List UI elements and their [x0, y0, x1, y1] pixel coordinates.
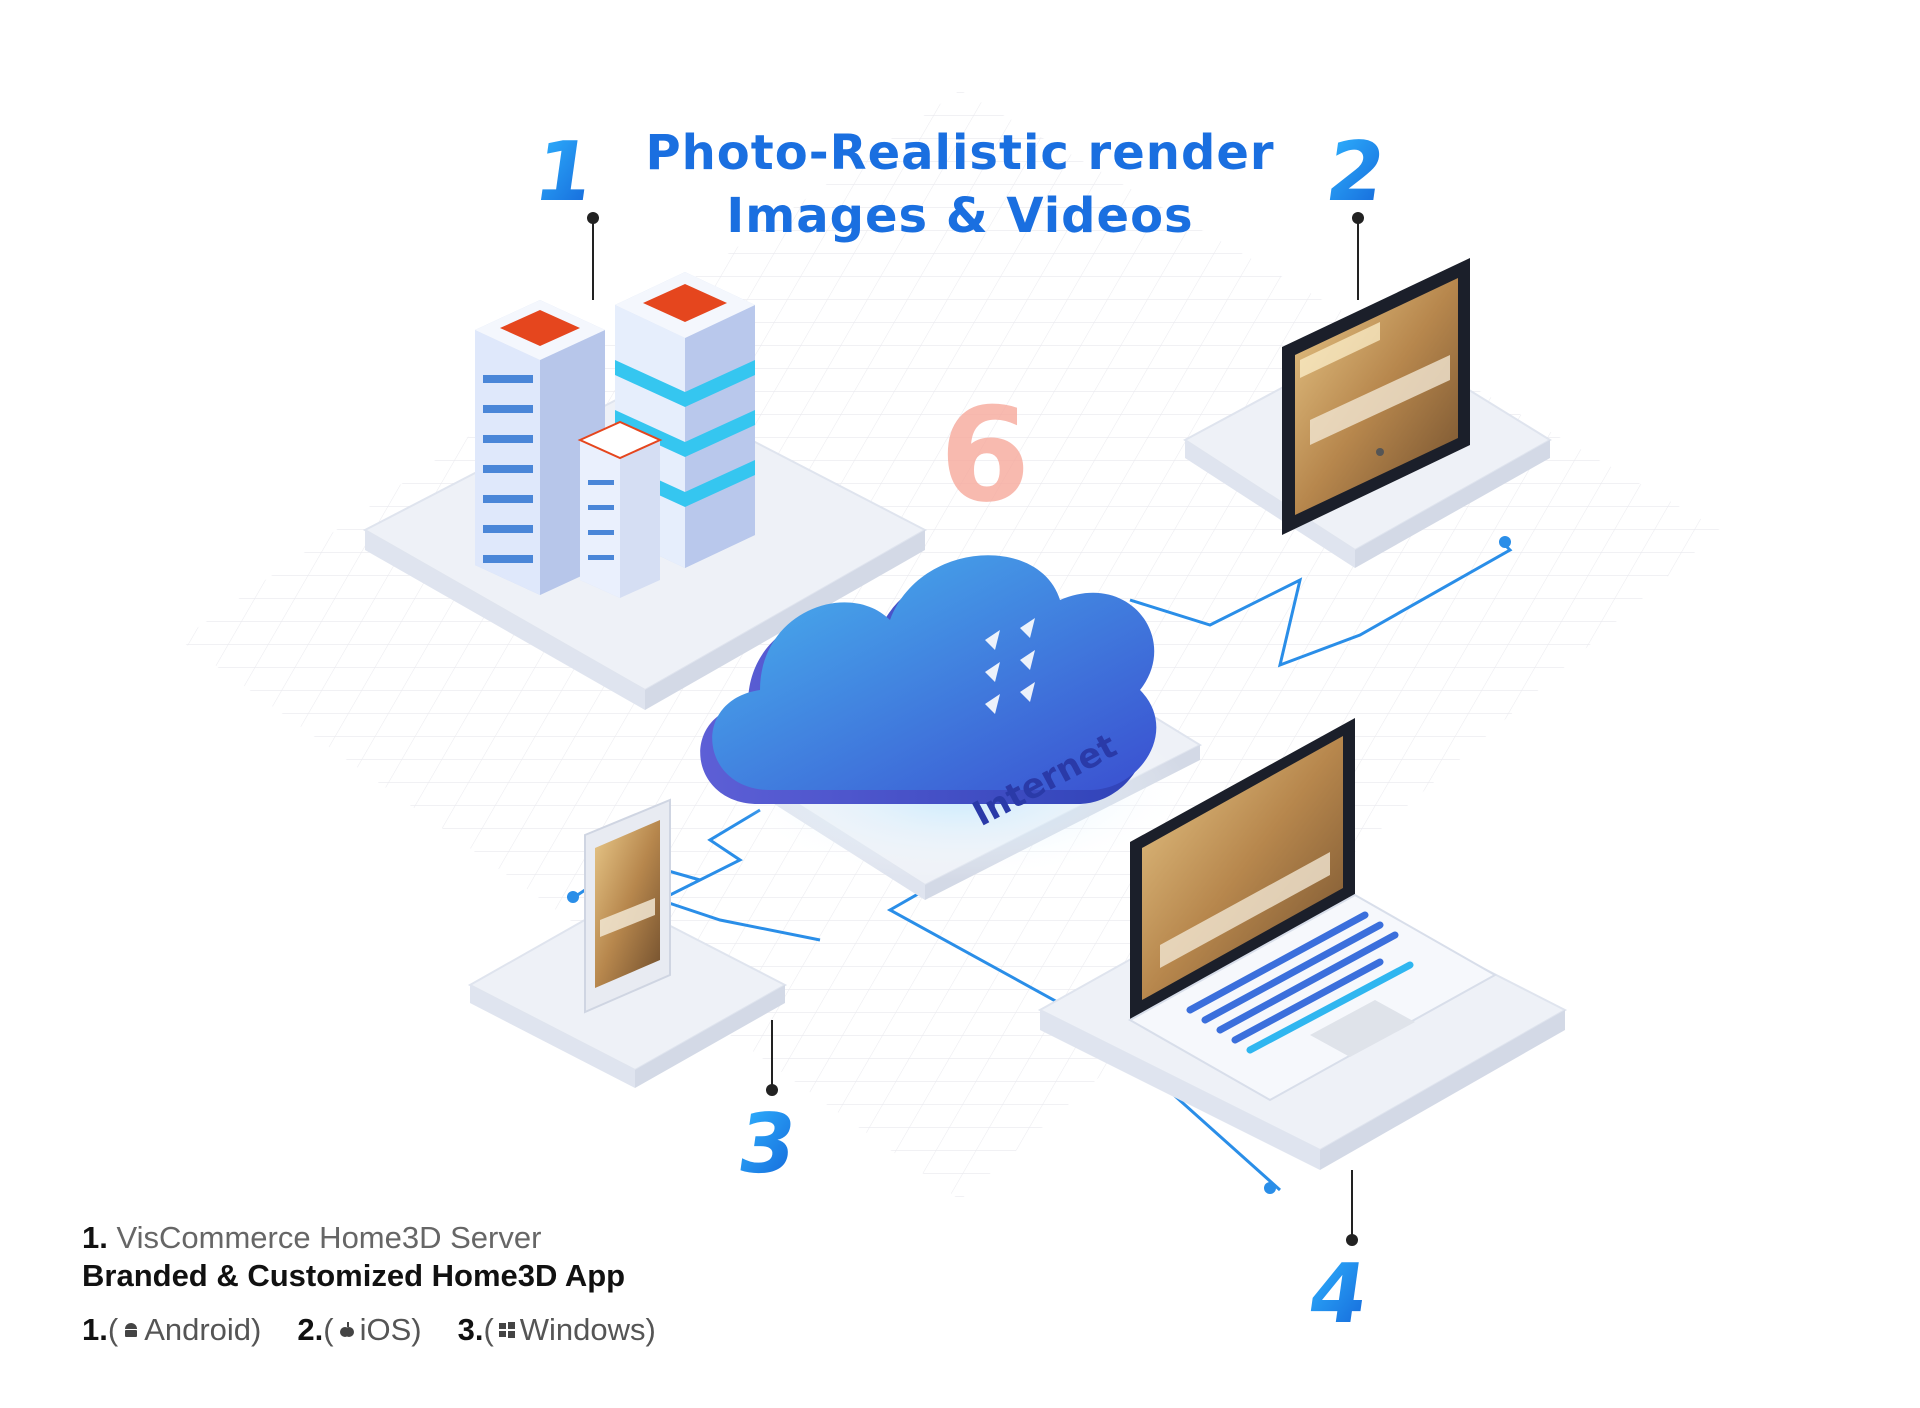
node-dot [1264, 1182, 1276, 1194]
platform-ios: 2. ( iOS ) [297, 1312, 421, 1348]
legend-item-1-number: 1. [82, 1220, 108, 1255]
laptop-icon [1127, 718, 1498, 1102]
legend-item-2: Branded & Customized Home3D App [82, 1258, 626, 1293]
android-icon [125, 1323, 138, 1337]
paren-open: ( [483, 1312, 494, 1347]
callout-leaders [592, 218, 1359, 1240]
apple-icon [339, 1322, 354, 1337]
legend-platforms: 1. ( Android ) 2. ( iOS ) 3. ( Windows ) [82, 1312, 656, 1348]
platform-name: iOS [359, 1312, 412, 1347]
paren-close: ) [251, 1312, 262, 1347]
node-dot [567, 891, 579, 903]
node-dot [1499, 536, 1511, 548]
step-number-1: 1 [529, 125, 599, 220]
step-number-6: 6 [940, 379, 1030, 531]
title-line-1: Photo-Realistic render [645, 125, 1275, 181]
platform-number: 2. [297, 1312, 324, 1347]
step-number-2: 2 [1321, 125, 1391, 220]
paren-open: ( [323, 1312, 334, 1347]
step-number-3: 3 [732, 1097, 802, 1192]
paren-close: ) [645, 1312, 656, 1347]
tablet-icon [1282, 258, 1470, 535]
platform-name: Windows [519, 1312, 646, 1347]
paren-close: ) [411, 1312, 422, 1347]
platform-number: 1. [82, 1312, 108, 1347]
title-line-2: Images & Videos [726, 188, 1194, 244]
paren-open: ( [107, 1312, 119, 1347]
platform-name: Android [144, 1312, 252, 1347]
smartphone-icon [584, 798, 671, 1014]
callout-dots [587, 212, 1364, 1246]
server-rack-icon [475, 272, 755, 598]
legend-item-1: 1. VisCommerce Home3D Server [82, 1220, 541, 1256]
legend-item-1-text: VisCommerce Home3D Server [116, 1220, 542, 1255]
platform-windows: 3. ( Windows ) [458, 1312, 656, 1348]
platform-number: 3. [457, 1312, 484, 1347]
cloud-icon [700, 555, 1157, 804]
platform-android: 1. ( Android ) [82, 1312, 261, 1348]
step-number-4: 4 [1303, 1247, 1373, 1342]
windows-icon [498, 1322, 515, 1338]
